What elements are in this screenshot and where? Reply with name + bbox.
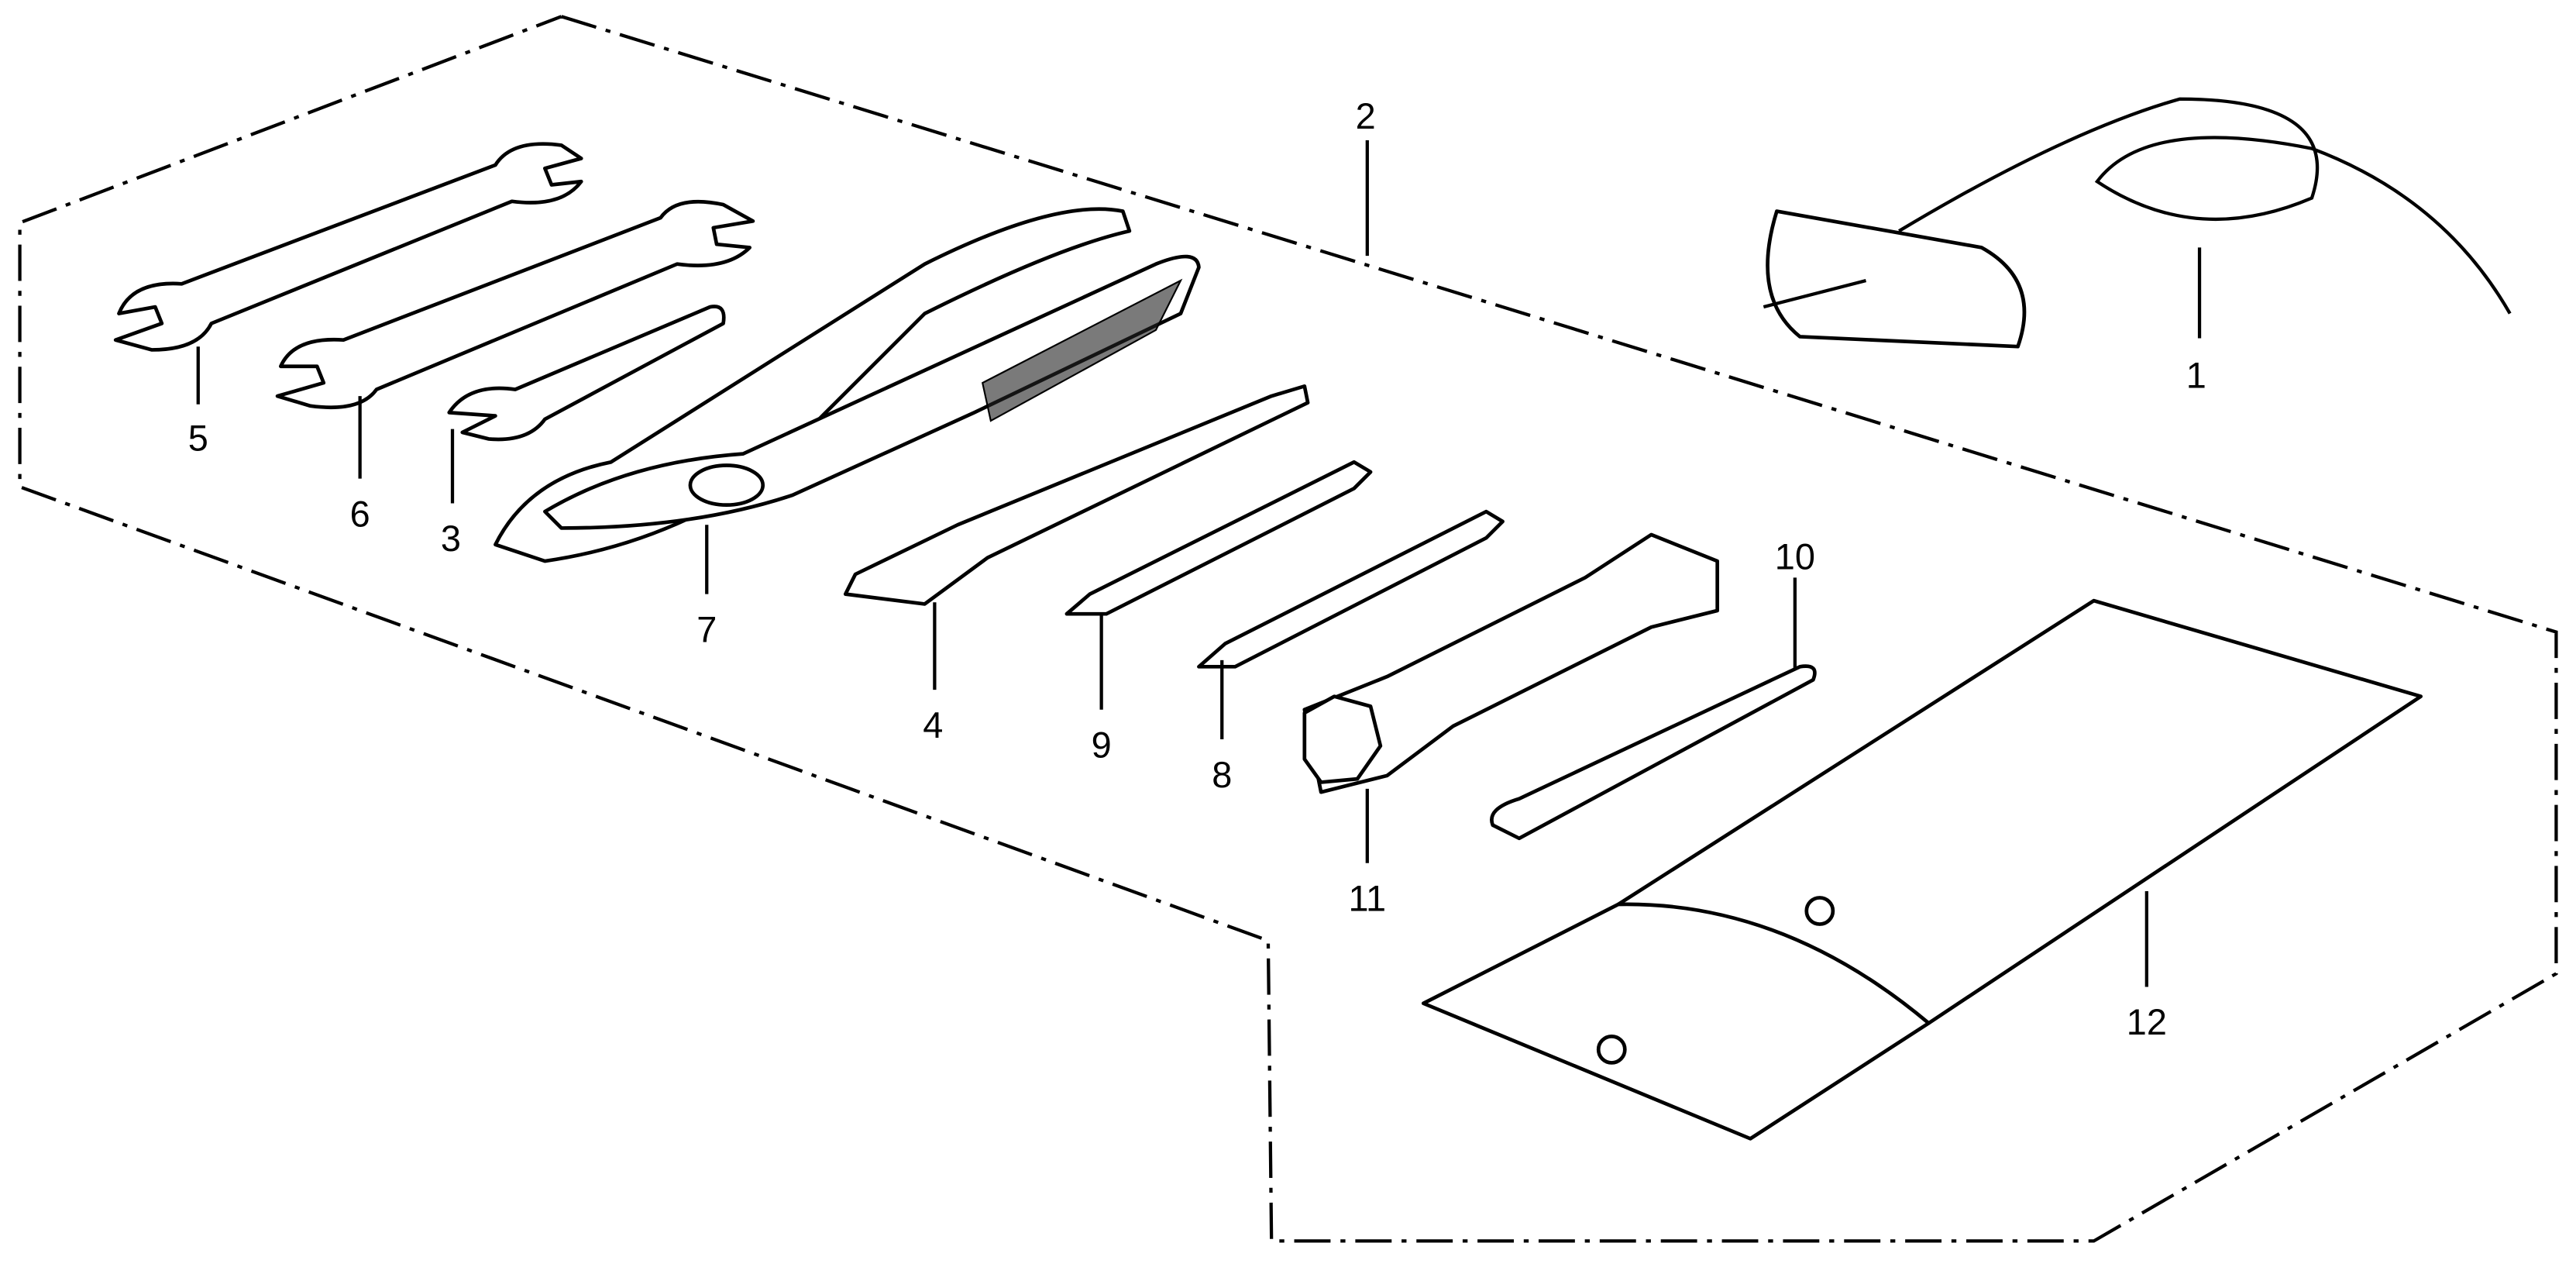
svg-text:1: 1 (2186, 355, 2206, 395)
tool-bag-12 (1421, 598, 2423, 1141)
callout-5: 5 (188, 346, 208, 458)
callout-3: 3 (441, 429, 461, 559)
svg-text:12: 12 (2127, 1002, 2167, 1042)
kit-boundary (18, 15, 2558, 1243)
callout-7: 7 (696, 525, 717, 649)
svg-text:9: 9 (1092, 725, 1112, 765)
wrench-5 (113, 142, 583, 352)
svg-text:4: 4 (923, 705, 943, 745)
wrench-3 (447, 305, 726, 442)
callout-8: 8 (1212, 659, 1232, 795)
svg-text:6: 6 (350, 494, 370, 534)
pliers-7 (494, 207, 1201, 563)
callout-4: 4 (923, 602, 943, 745)
bar-10 (1490, 664, 1817, 841)
rope-tool-1 (1763, 97, 2512, 349)
callout-11: 11 (1348, 788, 1386, 919)
screwdriver-9 (1064, 460, 1373, 616)
svg-text:10: 10 (1775, 537, 1815, 577)
wrench-6 (275, 199, 755, 410)
screwdriver-8 (1197, 509, 1505, 669)
svg-text:2: 2 (1356, 96, 1376, 136)
screwdriver-4 (843, 384, 1310, 606)
callout-2: 2 (1356, 96, 1376, 257)
svg-text:3: 3 (441, 518, 461, 559)
callout-1: 1 (2186, 247, 2206, 395)
svg-text:11: 11 (1348, 879, 1386, 919)
svg-text:8: 8 (1212, 755, 1232, 795)
callout-10: 10 (1775, 537, 1815, 669)
svg-text:5: 5 (188, 418, 208, 458)
callout-6: 6 (350, 396, 370, 534)
callout-9: 9 (1092, 614, 1112, 765)
svg-text:7: 7 (696, 609, 717, 649)
callout-12: 12 (2127, 890, 2167, 1042)
spark-plug-wrench-11 (1302, 532, 1720, 794)
